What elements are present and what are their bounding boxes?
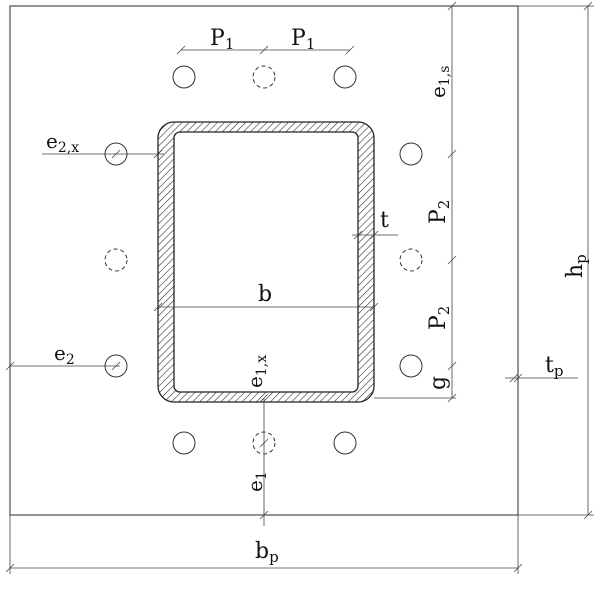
t-label: t (380, 208, 389, 233)
p1-dimension (176, 45, 355, 55)
g-label: g (426, 376, 451, 390)
bp-label: bp (255, 539, 279, 566)
e2x-dimension (42, 149, 164, 159)
p1-right-label: P1 (291, 26, 315, 53)
e1x-label: e1,x (243, 355, 270, 388)
hp-label: hp (563, 254, 590, 278)
bolt-hole (333, 65, 357, 89)
b-dimension (153, 302, 379, 312)
t-dimension (352, 230, 398, 240)
e1s-label: e1,s (426, 66, 453, 98)
e2-dimension (5, 361, 121, 371)
bolt-hole (399, 142, 423, 166)
bp-dimension (5, 515, 523, 574)
right-dimension-chain (374, 1, 457, 403)
e2x-label: e2,x (46, 129, 79, 156)
e1-label: e1 (243, 471, 270, 492)
tp-dimension (505, 373, 578, 383)
hollow-section-wall (157, 121, 375, 403)
p2-upper-label: P2 (426, 200, 453, 224)
e1-dimension (259, 393, 269, 526)
bolt-hole (333, 431, 357, 455)
bolt-hole (399, 354, 423, 378)
tp-label: tp (545, 353, 563, 380)
bolt-hole-hidden (104, 248, 128, 272)
bolt-hole (172, 431, 196, 455)
p2-lower-label: P2 (426, 306, 453, 330)
bolt-hole-hidden (252, 65, 276, 89)
p1-left-label: P1 (210, 26, 234, 53)
b-label: b (258, 282, 272, 307)
e2-label: e2 (54, 341, 75, 368)
bolt-hole-hidden (399, 248, 423, 272)
hp-dimension (518, 1, 594, 520)
bolt-hole (172, 65, 196, 89)
